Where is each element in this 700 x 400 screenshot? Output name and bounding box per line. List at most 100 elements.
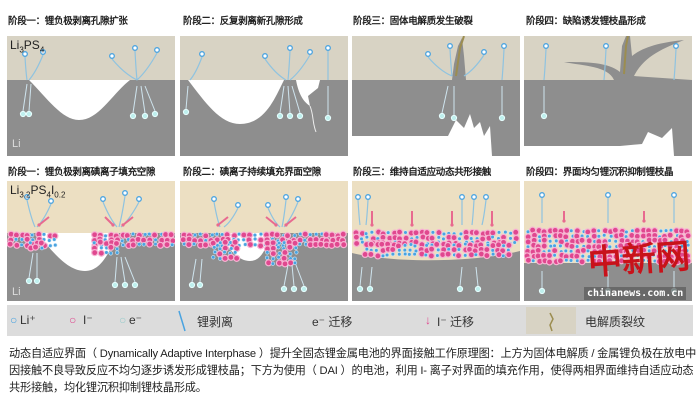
stage1-bottom-title: 阶段一：锂负极剥离碘离子填充空隙	[8, 167, 156, 178]
li-ion-particle	[369, 230, 374, 235]
formula-sub: 4	[39, 45, 45, 55]
iodide-arrow-head	[37, 223, 41, 227]
iodide-particle	[556, 257, 565, 265]
electron-icon	[25, 277, 33, 285]
iodide-particle	[12, 231, 20, 239]
bottom-panel-2	[180, 181, 348, 301]
li-ion-particle	[153, 237, 158, 242]
iodide-arrow-head	[490, 223, 494, 227]
li-ion-icon: ○	[10, 313, 18, 327]
li-ion-particle	[288, 251, 293, 257]
legend-e-migration: e⁻ 迁移	[312, 315, 353, 329]
li-ion-icon	[325, 45, 331, 51]
iodide-particle	[264, 259, 273, 267]
li-ion-particle	[624, 229, 629, 235]
top-panel-2	[180, 36, 348, 156]
iodide-particle	[180, 236, 187, 244]
iodide-particle	[590, 232, 598, 240]
crack-swatch-icon	[526, 307, 576, 334]
iodide-particle	[129, 241, 137, 249]
li-ion-particle	[403, 230, 408, 235]
li-ion-particle	[192, 232, 198, 238]
li-ion-icon	[459, 194, 465, 200]
li-ion-particle	[663, 228, 669, 233]
electron-icon	[300, 285, 308, 293]
electron-path	[144, 85, 156, 112]
li-ion-icon	[283, 194, 289, 200]
li-ion-particle	[99, 245, 104, 250]
electron-icon	[25, 110, 33, 118]
li-ion-path	[102, 201, 118, 228]
li-ion-particle	[210, 232, 215, 237]
iodide-particle	[339, 230, 347, 238]
li-ion-particle	[271, 256, 276, 261]
li-ion-particle	[222, 250, 227, 255]
iodide-arrow-head	[370, 223, 374, 227]
iodide-particle	[605, 256, 614, 265]
electron-path	[359, 266, 363, 287]
electron-icon	[280, 285, 288, 293]
li-ion-particle	[646, 258, 651, 263]
li-ion-particle	[217, 246, 223, 251]
iodide-particle	[578, 258, 586, 266]
iodide-particle	[287, 259, 295, 267]
li-ion-path	[289, 54, 311, 81]
legend-li-ion: Li⁺	[20, 313, 36, 327]
electron-path	[199, 258, 203, 283]
iodide-particle	[201, 241, 210, 249]
li-ion-particle	[629, 258, 635, 263]
li-ion-path	[357, 199, 361, 226]
formula-sub: 3.2	[19, 190, 31, 200]
iodide-particle	[524, 238, 532, 246]
iodide-particle	[291, 239, 299, 247]
li-ion-particle	[563, 248, 568, 254]
electron-icon	[121, 281, 129, 289]
iodide-particle	[639, 251, 647, 259]
iodide-particle	[427, 252, 435, 260]
li-ion-particle	[198, 232, 203, 237]
iodide-arrow-head	[274, 223, 278, 227]
iodide-particle	[150, 231, 159, 239]
iodide-arrow-head	[410, 223, 414, 227]
iodide-particle	[454, 252, 463, 260]
li-ion-particle	[469, 236, 474, 241]
iodide-particle	[227, 253, 235, 261]
iodide-particle	[301, 230, 309, 238]
electron-path	[291, 264, 295, 287]
li-ion-icon	[199, 51, 205, 57]
li-ion-particle	[490, 248, 495, 253]
li-ion-path	[673, 48, 677, 81]
electron-icon	[141, 112, 149, 120]
bottom-panel-3	[352, 181, 520, 301]
li-ion-particle	[463, 241, 468, 247]
iodide-particle	[7, 240, 14, 248]
li-ion-path	[501, 48, 505, 81]
li-ion-particle	[211, 255, 216, 260]
li-ion-path	[481, 199, 487, 226]
li-ion-particle	[103, 233, 108, 239]
li-ion-path	[213, 201, 221, 228]
li-ion-particle	[473, 252, 478, 257]
li-ion-particle	[625, 259, 630, 264]
li-ion-particle	[596, 228, 601, 233]
iodide-particle	[428, 234, 436, 242]
iodide-particle	[467, 251, 476, 259]
li-ion-particle	[607, 244, 612, 249]
li-ion-path	[281, 199, 287, 228]
electron-path	[291, 85, 301, 114]
li-ion-particle	[48, 243, 53, 248]
li-ion-icon	[136, 196, 142, 202]
li-ion-particle	[569, 228, 574, 233]
li-ion-particle	[585, 248, 591, 253]
legend-i-migration: I⁻ 迁移	[437, 315, 475, 329]
li-ion-icon	[501, 43, 507, 49]
electron-path	[475, 266, 479, 287]
li-ion-particle	[30, 232, 35, 238]
li-ion-particle	[548, 239, 553, 244]
electron-icon	[131, 281, 139, 289]
li-ion-path	[26, 199, 36, 228]
iodide-particle	[378, 240, 386, 248]
electron-icon	[474, 285, 482, 293]
li-ion-particle	[233, 250, 238, 255]
legend-crack: 电解质裂纹	[585, 315, 646, 329]
